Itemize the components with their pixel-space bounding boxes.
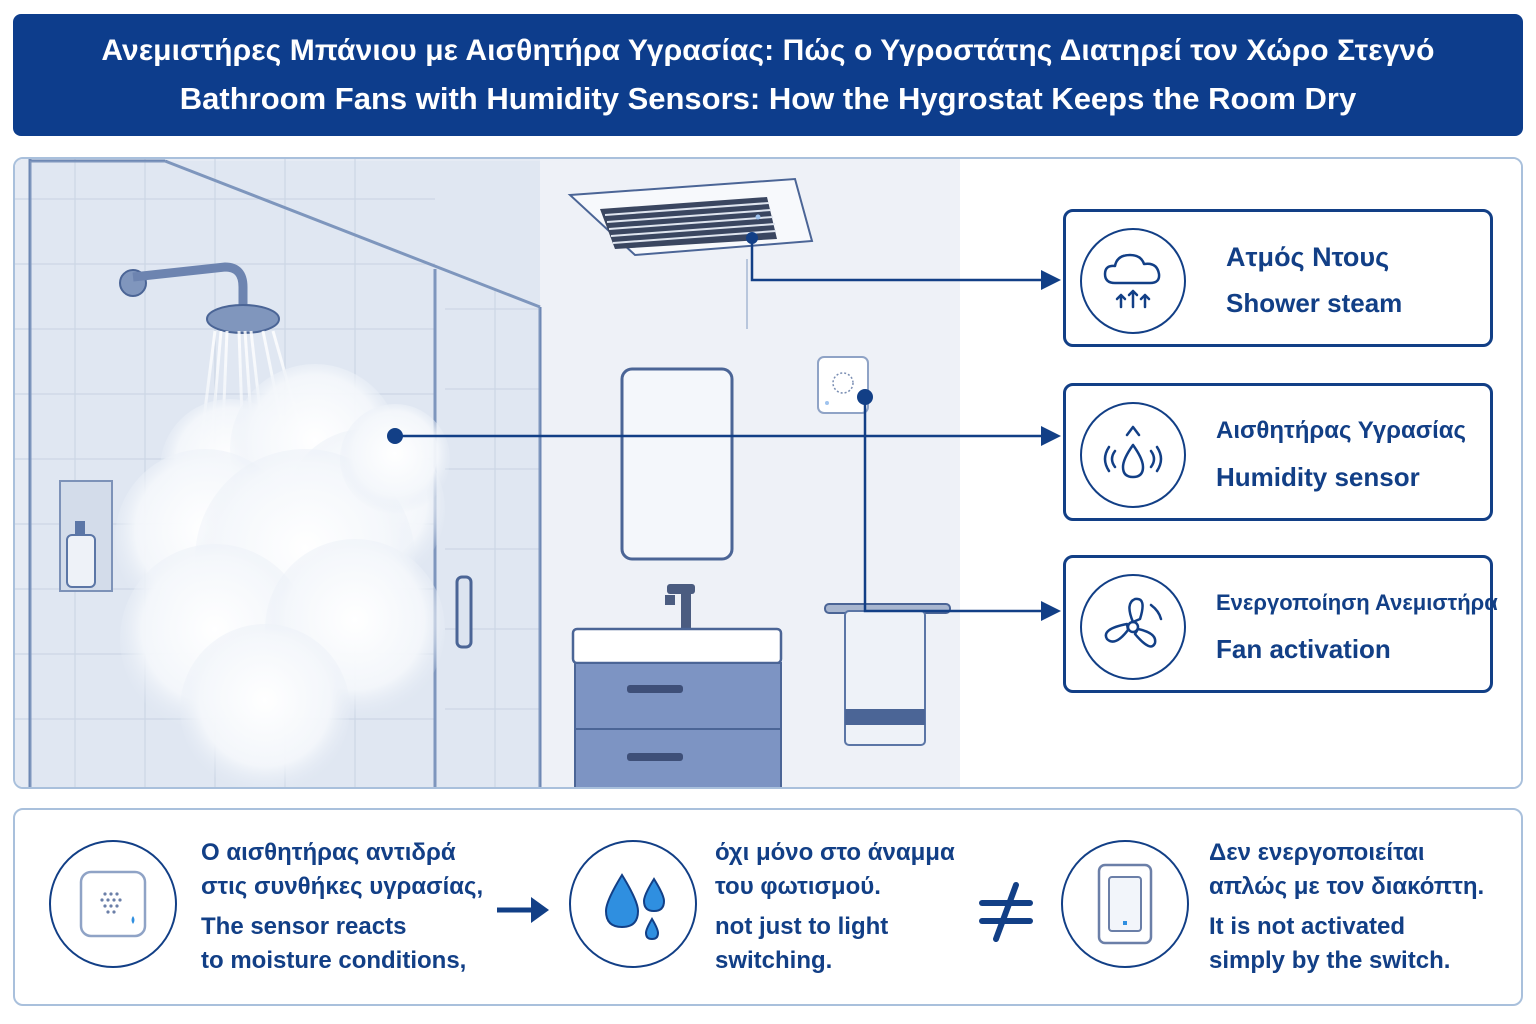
step3-greek-line2: απλώς με τον διακόπτη. — [1209, 873, 1485, 900]
step2-greek-line2: του φωτισμού. — [715, 873, 881, 900]
water-drops-icon — [569, 840, 697, 968]
title-greek: Ανεμιστήρες Μπάνιου με Αισθητήρα Υγρασία… — [101, 34, 1435, 67]
fan-icon — [1080, 574, 1186, 680]
callout-humidity-sensor: Αισθητήρας Υγρασίας Humidity sensor — [1063, 383, 1493, 521]
step2-greek-line1: όχι μόνο στο άναμμα — [715, 839, 955, 866]
steam-cloud — [115, 364, 450, 787]
arrow-right-icon — [493, 890, 553, 930]
header-banner: Ανεμιστήρες Μπάνιου με Αισθητήρα Υγρασία… — [13, 14, 1523, 136]
step-switch-text: Δεν ενεργοποιείται απλώς με τον διακόπτη… — [1209, 836, 1484, 978]
callout-fan-activation: Ενεργοποίηση Ανεμιστήρα Fan activation — [1063, 555, 1498, 693]
shower-head — [119, 262, 280, 334]
step1-greek-line1: Ο αισθητήρας αντιδρά — [201, 839, 456, 866]
step3-english-line2: simply by the switch. — [1209, 947, 1451, 974]
callout-shower-steam: Ατμός Ντους Shower steam — [1063, 209, 1493, 347]
callout-label-english: Fan activation — [1216, 634, 1391, 664]
callout-label-english: Shower steam — [1226, 288, 1403, 318]
soap-bottle — [66, 534, 96, 588]
not-equal-icon — [971, 876, 1041, 946]
callout-label-greek: Ενεργοποίηση Ανεμιστήρα — [1216, 590, 1498, 615]
step1-english-line2: to moisture conditions, — [201, 947, 467, 974]
title-english: Bathroom Fans with Humidity Sensors: How… — [179, 81, 1357, 116]
step3-greek-line1: Δεν ενεργοποιείται — [1209, 839, 1425, 866]
step2-english-line1: not just to light — [715, 913, 889, 940]
explanation-strip: Ο αισθητήρας αντιδρά στις συνθήκες υγρασ… — [13, 808, 1523, 1006]
wall-humidity-sensor — [817, 356, 869, 414]
door-handle — [455, 575, 473, 649]
callout-label-greek: Ατμός Ντους — [1226, 242, 1390, 272]
sensor-device-icon — [49, 840, 177, 968]
light-switch-icon — [1061, 840, 1189, 968]
step-light-text: όχι μόνο στο άναμμα του φωτισμού. not ju… — [715, 836, 955, 978]
callout-label-greek: Αισθητήρας Υγρασίας — [1216, 417, 1467, 444]
connector-arrowheads — [1041, 270, 1061, 621]
callout-label-english: Humidity sensor — [1216, 462, 1420, 492]
connector-dots — [387, 232, 873, 444]
step-sensor-text: Ο αισθητήρας αντιδρά στις συνθήκες υγρασ… — [201, 836, 483, 978]
faucet — [665, 584, 695, 632]
step1-greek-line2: στις συνθήκες υγρασίας, — [201, 873, 484, 900]
cloud-steam-icon — [1080, 228, 1186, 334]
mirror — [620, 367, 734, 561]
connector-lines — [395, 238, 1045, 613]
vanity-cabinet — [571, 627, 783, 787]
towel-rack — [824, 603, 951, 746]
step2-english-line2: switching. — [715, 947, 833, 974]
humidity-drop-icon — [1080, 402, 1186, 508]
step1-english-line1: The sensor reacts — [201, 913, 407, 940]
step3-english-line1: It is not activated — [1209, 913, 1406, 940]
